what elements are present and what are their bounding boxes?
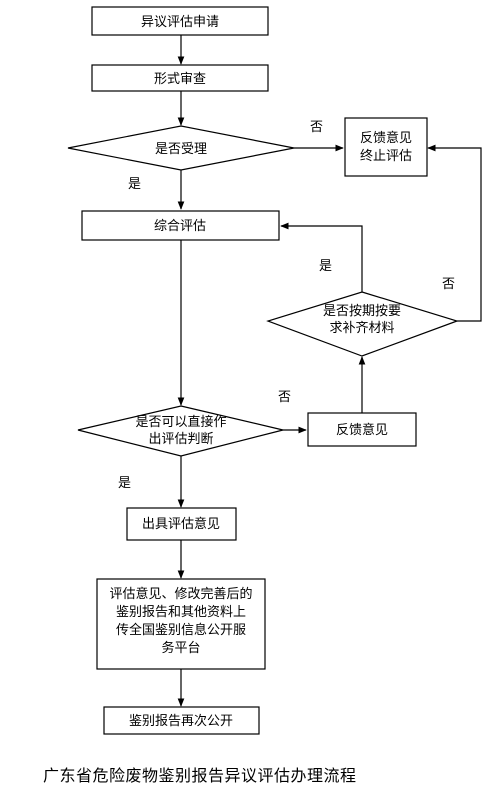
node-apply-label: 异议评估申请 [141,15,219,30]
node-feedback-label: 反馈意见 [336,422,388,438]
node-upload: 评估意见、修改完善后的 鉴别报告和其他资料上 传全国鉴别信息公开服 务平台 [96,578,266,670]
node-upload-line-3: 传全国鉴别信息公开服 [116,622,246,638]
node-comprehensive-label: 综合评估 [154,219,206,234]
node-issue-opinion-label: 出具评估意见 [142,516,220,532]
node-direct-decision-line-1: 是否可以直接作 [135,414,226,430]
node-upload-line-1: 评估意见、修改完善后的 [109,586,252,602]
node-republish: 鉴别报告再次公开 [103,706,260,735]
edge-label-direct-no: 否 [278,390,291,405]
connectors [177,35,482,707]
node-supplement-decision-line-2: 求补齐材料 [329,320,394,336]
node-feedback-stop: 反馈意见 终止评估 [344,117,428,177]
node-supplement-decision: 是否按期按要 求补齐材料 [266,291,459,357]
diagram-caption: 广东省危险废物鉴别报告异议评估办理流程 [43,766,357,785]
edge-label-accept-yes: 是 [128,177,141,192]
node-form-review-label: 形式审查 [154,72,206,87]
edge-label-supplement-yes: 是 [319,259,332,274]
edge-label-accept-no: 否 [310,120,323,135]
node-form-review: 形式审查 [91,64,269,92]
node-direct-decision-line-2: 出评估判断 [148,432,213,447]
node-comprehensive: 综合评估 [81,210,280,241]
node-feedback: 反馈意见 [307,412,417,447]
node-apply: 异议评估申请 [91,6,269,36]
node-feedback-stop-line-2: 终止评估 [360,148,412,164]
node-upload-line-4: 务平台 [161,640,200,656]
edge-label-supplement-no: 否 [442,277,455,292]
edge-label-direct-yes: 是 [118,476,131,491]
arrow-supplement-yes-to-comprehensive [280,222,363,292]
node-accept-decision: 是否受理 [67,125,295,171]
node-accept-decision-label: 是否受理 [155,142,207,157]
node-issue-opinion: 出具评估意见 [126,507,237,541]
node-upload-line-2: 鉴别报告和其他资料上 [116,605,246,620]
node-supplement-decision-line-1: 是否按期按要 [323,304,401,319]
arrow-supplement-no-to-stop [427,144,482,322]
node-direct-decision: 是否可以直接作 出评估判断 [77,405,284,457]
node-feedback-stop-line-1: 反馈意见 [360,130,412,146]
node-republish-label: 鉴别报告再次公开 [129,713,233,729]
